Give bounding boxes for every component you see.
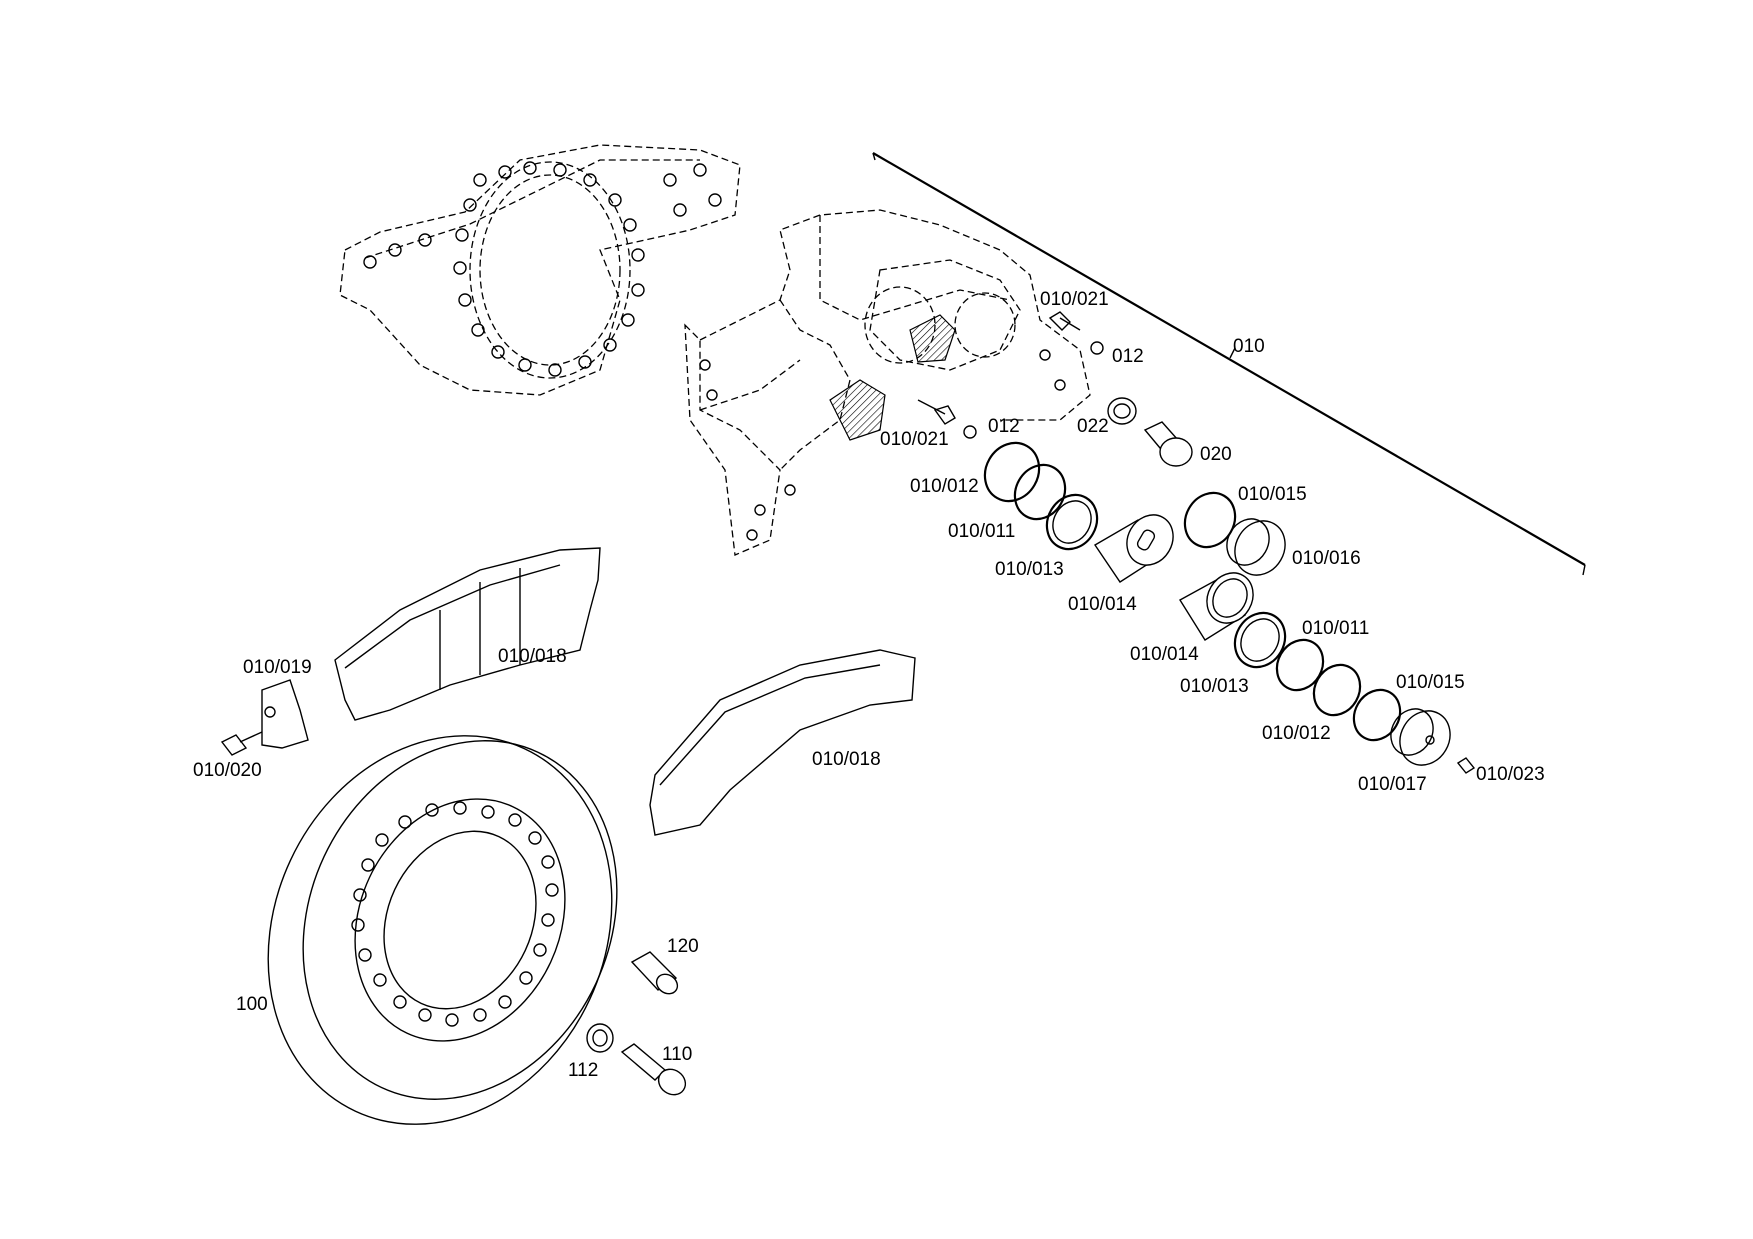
ring-010-015a (1183, 491, 1237, 549)
ring-010-012b (1312, 663, 1362, 717)
label-012-lower: 012 (988, 416, 1020, 437)
disc-bolt-holes (351, 801, 559, 1027)
label-010-019: 010/019 (243, 657, 312, 678)
ring-010-011a (1013, 463, 1067, 521)
label-112: 112 (568, 1060, 598, 1081)
label-010-012-lower: 010/012 (1262, 723, 1331, 744)
cap-012-upper (1090, 341, 1104, 355)
label-010-015-upper: 010/015 (1238, 484, 1307, 505)
label-022: 022 (1077, 416, 1109, 437)
label-010-018-upper: 010/018 (498, 646, 567, 667)
label-010-013-lower: 010/013 (1180, 676, 1249, 697)
label-010-021-upper: 010/021 (1040, 289, 1109, 310)
cap-010-016 (1226, 518, 1286, 576)
bleed-screw-lower (917, 399, 956, 425)
label-010-023: 010/023 (1476, 764, 1545, 785)
label-010-020: 010/020 (193, 760, 262, 781)
bolt-010-020 (220, 731, 263, 756)
washer-022 (1107, 397, 1137, 425)
label-010: 010 (1233, 336, 1265, 357)
label-010-018-lower: 010/018 (812, 749, 881, 770)
label-010-015-lower: 010/015 (1396, 672, 1465, 693)
label-110: 110 (662, 1044, 692, 1065)
label-020: 020 (1200, 444, 1232, 465)
label-120: 120 (667, 936, 699, 957)
label-010-011-upper: 010/011 (948, 521, 1015, 542)
label-010-016: 010/016 (1292, 548, 1361, 569)
cap-010-017 (1390, 708, 1451, 766)
plate-bolt-holes (363, 161, 722, 377)
nipple-010-023 (1456, 757, 1476, 774)
ring-010-011b (1275, 638, 1325, 692)
pin-120 (630, 951, 679, 995)
label-010-012-upper: 010/012 (910, 476, 979, 497)
bleed-screw-upper (1048, 311, 1081, 331)
label-010-014-lower: 010/014 (1130, 644, 1199, 665)
label-010-017: 010/017 (1358, 774, 1427, 795)
mounting-plate (339, 144, 741, 396)
brake-pad-upper (334, 547, 601, 721)
ring-010-013b (1233, 611, 1287, 669)
bolt-110 (620, 1043, 687, 1096)
label-012-upper: 012 (1112, 346, 1144, 367)
brake-disc-100 (267, 735, 618, 1125)
ring-010-012a (983, 441, 1041, 503)
part-labels: 010 010/021 012 010/021 012 022 020 010/… (193, 289, 1545, 1081)
bolt-020 (1143, 421, 1193, 467)
brake-pad-lower (649, 649, 916, 836)
label-010-014-upper: 010/014 (1068, 594, 1137, 615)
label-100: 100 (236, 994, 268, 1015)
piston-010-014b (1179, 572, 1254, 641)
assembly-bracket-line (872, 152, 1586, 576)
label-010-013-upper: 010/013 (995, 559, 1064, 580)
label-010-011-lower: 010/011 (1302, 618, 1369, 639)
housing-bolt-holes (699, 349, 1066, 541)
cap-012-lower (963, 425, 977, 439)
washer-112 (586, 1023, 614, 1053)
retainer-010-019 (261, 679, 309, 749)
ring-010-013a (1045, 493, 1099, 551)
piston-010-014a (1094, 514, 1174, 583)
caliper-housing (684, 209, 1091, 556)
label-010-021-lower: 010/021 (880, 429, 949, 450)
ring-010-015b (1352, 688, 1402, 742)
